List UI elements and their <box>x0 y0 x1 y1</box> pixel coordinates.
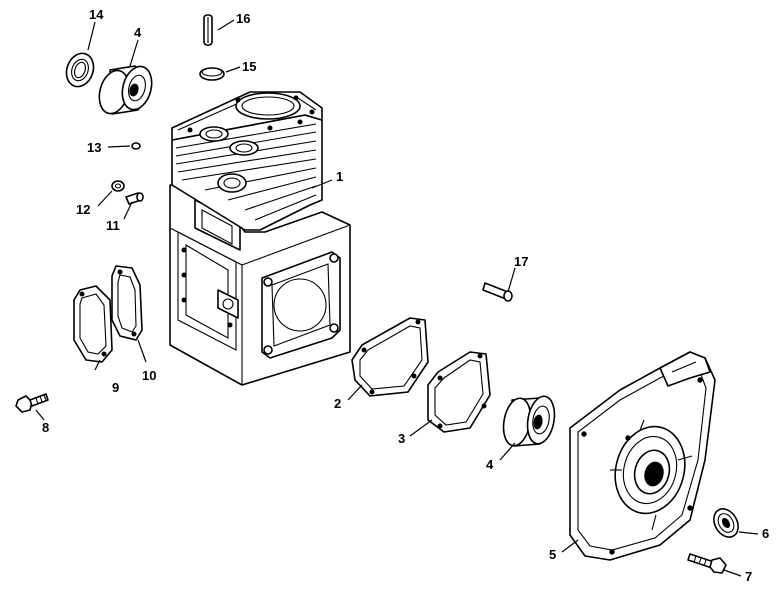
oil-seal-top <box>65 52 95 88</box>
callout-9: 9 <box>112 380 119 395</box>
expansion-plug <box>199 67 225 81</box>
ball-bearing-top <box>98 65 153 115</box>
callout-17: 17 <box>514 254 528 269</box>
callout-10: 10 <box>142 368 156 383</box>
oil-pan-gasket <box>427 351 491 433</box>
callout-1: 1 <box>336 169 343 184</box>
washer <box>111 180 125 192</box>
small-plug <box>131 142 141 150</box>
callout-3: 3 <box>398 431 405 446</box>
ball-bearing-lower <box>502 395 556 447</box>
callout-16: 16 <box>236 11 250 26</box>
callout-11: 11 <box>106 218 120 233</box>
callout-2: 2 <box>334 396 341 411</box>
callout-13: 13 <box>87 140 101 155</box>
hex-bolt-right <box>687 553 727 574</box>
bearing-plate-gasket <box>351 317 429 397</box>
callout-5: 5 <box>549 547 556 562</box>
callout-8: 8 <box>42 420 49 435</box>
callout-4-top: 4 <box>134 25 142 40</box>
hex-bolt-left <box>15 393 49 413</box>
dowel-pin <box>203 14 213 46</box>
cover-gasket <box>111 265 143 341</box>
callout-7: 7 <box>745 569 752 584</box>
callout-labels: 14 4 16 15 13 12 11 1 9 10 8 2 3 4 5 6 7… <box>42 7 769 584</box>
callout-4-lower: 4 <box>486 457 494 472</box>
short-pin <box>125 192 144 205</box>
cylinder-barrel-fins <box>171 91 323 231</box>
closure-plate <box>569 351 716 561</box>
callout-14: 14 <box>89 7 104 22</box>
callout-6: 6 <box>762 526 769 541</box>
callout-15: 15 <box>242 59 256 74</box>
cover-plate <box>73 285 113 363</box>
leader-lines <box>35 19 759 577</box>
oil-seal-right <box>713 508 739 538</box>
callout-12: 12 <box>76 202 90 217</box>
dowel-pin-right <box>482 282 513 302</box>
cylinder-block <box>169 184 351 386</box>
